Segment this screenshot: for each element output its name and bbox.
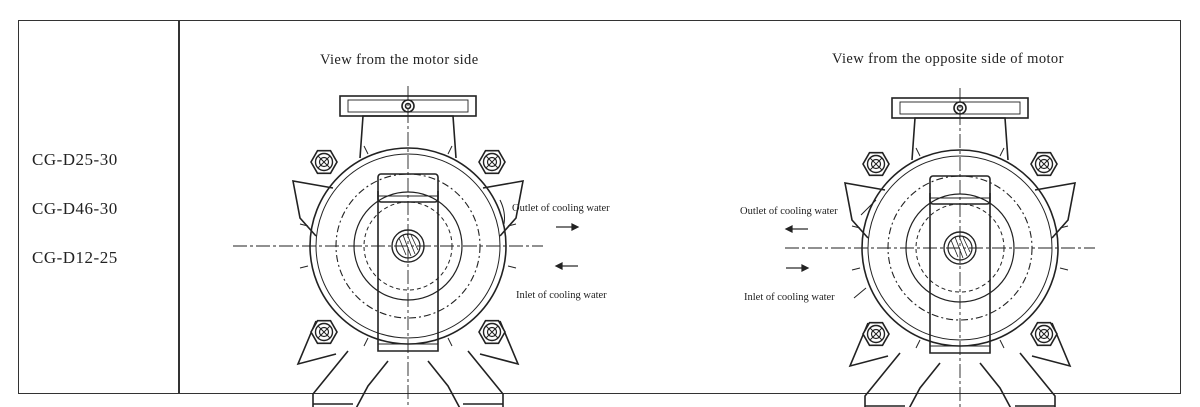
inlet-leader-opposite-side xyxy=(853,287,867,299)
model-label-3: CG-D12-25 xyxy=(32,248,118,267)
outlet-arrow-opposite-side xyxy=(784,225,808,233)
pump-view-opposite-side xyxy=(784,87,1096,407)
view-title-motor-side: View from the motor side xyxy=(320,52,479,68)
column-divider xyxy=(178,20,180,394)
outlet-leader-motor-side xyxy=(499,199,505,225)
outlet-label-opposite-side: Outlet of cooling water xyxy=(740,206,838,217)
outlet-label-motor-side: Outlet of cooling water xyxy=(512,203,610,214)
inlet-arrow-motor-side xyxy=(554,262,578,270)
pump-view-motor-side xyxy=(232,85,544,407)
table-frame xyxy=(18,20,1181,394)
inlet-label-motor-side: Inlet of cooling water xyxy=(516,290,607,301)
inlet-arrow-opposite-side xyxy=(786,264,810,272)
inlet-label-opposite-side: Inlet of cooling water xyxy=(744,292,835,303)
outlet-leader-opposite-side xyxy=(860,199,877,216)
outlet-arrow-motor-side xyxy=(556,223,580,231)
model-label-1: CG-D25-30 xyxy=(32,150,118,169)
view-title-opposite-side: View from the opposite side of motor xyxy=(832,51,1064,67)
model-label-2: CG-D46-30 xyxy=(32,199,118,218)
